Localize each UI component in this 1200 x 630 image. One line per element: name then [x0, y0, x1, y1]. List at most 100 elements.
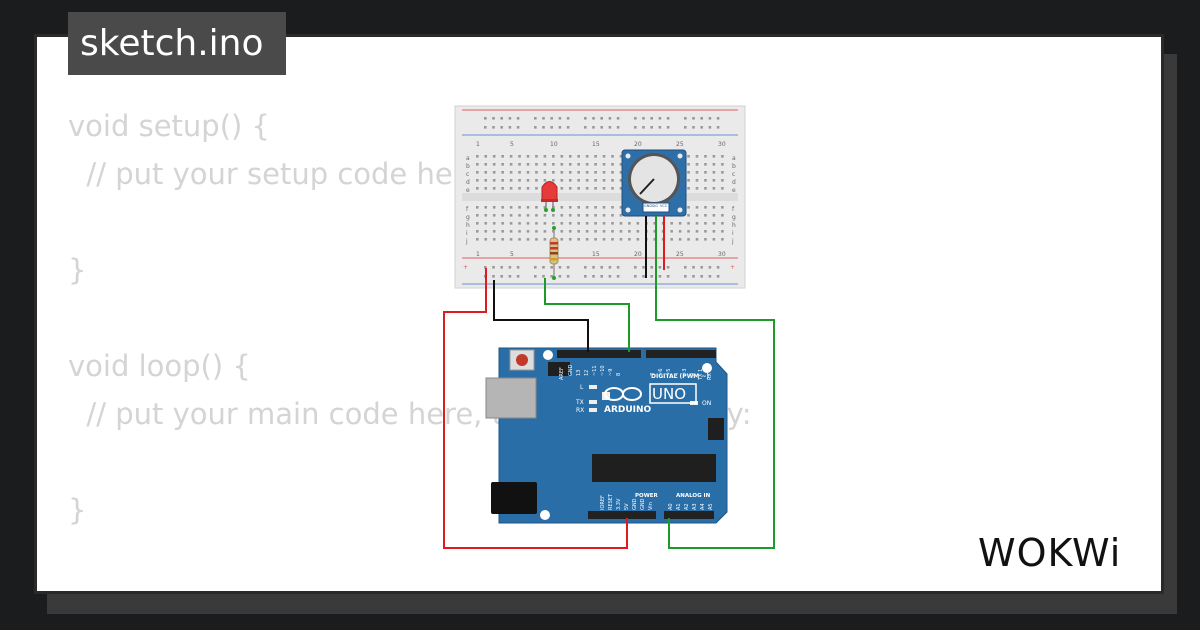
breadboard-hole	[695, 238, 699, 241]
power-label: POWER	[635, 493, 659, 499]
pin-label: 4	[674, 373, 680, 376]
power-pin-label: IOREF	[600, 495, 606, 510]
breadboard-hole	[658, 117, 662, 120]
breadboard-hole	[509, 171, 513, 174]
breadboard-hole	[642, 275, 645, 278]
breadboard-hole	[484, 155, 488, 158]
breadboard-hole	[518, 155, 521, 158]
reset-button-cap[interactable]	[516, 354, 528, 366]
potentiometer[interactable]: GND SIG VCC	[621, 149, 687, 217]
breadboard-hole	[712, 155, 716, 158]
breadboard-hole	[560, 187, 564, 190]
wokwi-logo: WOKWi	[978, 531, 1120, 575]
wire-red-5v[interactable]	[443, 268, 628, 549]
breadboard-hole	[492, 230, 496, 233]
breadboard-hole	[594, 238, 597, 241]
breadboard-hole	[600, 266, 603, 269]
file-tab-sketch-ino[interactable]: sketch.ino	[68, 12, 286, 75]
breadboard-hole	[712, 187, 716, 190]
breadboard-hole	[516, 126, 520, 129]
breadboard-hole	[535, 230, 538, 233]
breadboard-hole	[566, 126, 570, 129]
resistor[interactable]	[549, 226, 559, 280]
breadboard-hole	[619, 238, 623, 241]
breadboard-hole	[501, 155, 504, 158]
pin-label: ~10	[600, 365, 606, 376]
pin-label: 8	[616, 373, 622, 376]
breadboard-hole	[687, 238, 690, 241]
breadboard-hole	[712, 214, 716, 217]
breadboard-hole	[628, 222, 631, 225]
breadboard-hole	[484, 163, 488, 166]
breadboard-hole	[687, 214, 690, 217]
breadboard-hole	[501, 230, 504, 233]
breadboard-hole	[585, 171, 589, 174]
breadboard-hole	[516, 266, 520, 269]
col-number: 5	[510, 141, 514, 148]
breadboard-hole	[616, 266, 620, 269]
wire-black-gnd[interactable]	[493, 280, 589, 352]
row-letter: b	[466, 163, 470, 170]
row-letter: g	[732, 214, 736, 221]
breadboard-hole	[721, 163, 724, 166]
breadboard-hole	[492, 214, 496, 217]
wire-green-a0[interactable]	[655, 216, 775, 549]
breadboard-hole	[492, 163, 496, 166]
usb-port	[485, 377, 537, 419]
led-red[interactable]	[541, 181, 558, 213]
breadboard-hole	[695, 214, 699, 217]
analog-pin-label: A1	[676, 503, 682, 510]
breadboard-hole	[636, 238, 640, 241]
col-number: 20	[634, 251, 642, 258]
breadboard-hole	[721, 179, 724, 182]
breadboard-hole	[712, 222, 716, 225]
breadboard-hole	[658, 266, 662, 269]
breadboard-hole	[492, 171, 496, 174]
breadboard-hole	[476, 230, 479, 233]
arduino-uno[interactable]: DIGITAL (PWM ~) ARDUINO UNO POWER ANALOG…	[485, 347, 728, 524]
breadboard-hole	[584, 275, 587, 278]
breadboard-hole	[602, 222, 606, 225]
breadboard-hole	[704, 230, 707, 233]
pot-knob-indicator	[639, 178, 655, 195]
breadboard-hole	[577, 155, 580, 158]
breadboard-hole	[695, 222, 699, 225]
breadboard-hole	[568, 187, 572, 190]
col-number: 25	[676, 141, 684, 148]
breadboard-hole	[526, 187, 530, 190]
breadboard-hole	[543, 171, 547, 174]
breadboard-hole	[526, 163, 530, 166]
breadboard-hole	[526, 230, 530, 233]
breadboard-hole	[704, 206, 707, 209]
breadboard-hole	[600, 126, 603, 129]
breadboard-hole	[684, 266, 687, 269]
breadboard-hole	[542, 275, 545, 278]
breadboard-hole	[658, 275, 662, 278]
breadboard-hole	[704, 179, 707, 182]
breadboard-hole	[611, 155, 614, 158]
breadboard-hole	[535, 171, 538, 174]
breadboard-hole	[670, 222, 673, 225]
breadboard-hole	[585, 230, 589, 233]
breadboard-hole	[516, 275, 520, 278]
breadboard-hole	[704, 222, 707, 225]
breadboard-hole	[543, 179, 547, 182]
breadboard-hole	[534, 275, 537, 278]
breadboard-hole	[611, 206, 614, 209]
breadboard-hole	[500, 266, 503, 269]
pin-label: AREF	[559, 367, 565, 380]
breadboard-hole	[526, 238, 530, 241]
breadboard-hole	[658, 126, 662, 129]
breadboard-hole	[535, 222, 538, 225]
breadboard-hole	[594, 230, 597, 233]
row-letter: i	[732, 230, 734, 237]
wires	[443, 216, 775, 549]
breadboard-hole	[535, 163, 538, 166]
breadboard-hole	[518, 187, 521, 190]
breadboard-hole	[687, 171, 690, 174]
breadboard-hole	[585, 214, 589, 217]
wire-green-led[interactable]	[544, 278, 630, 352]
digital-header-left	[557, 350, 641, 358]
breadboard-hole	[577, 163, 580, 166]
